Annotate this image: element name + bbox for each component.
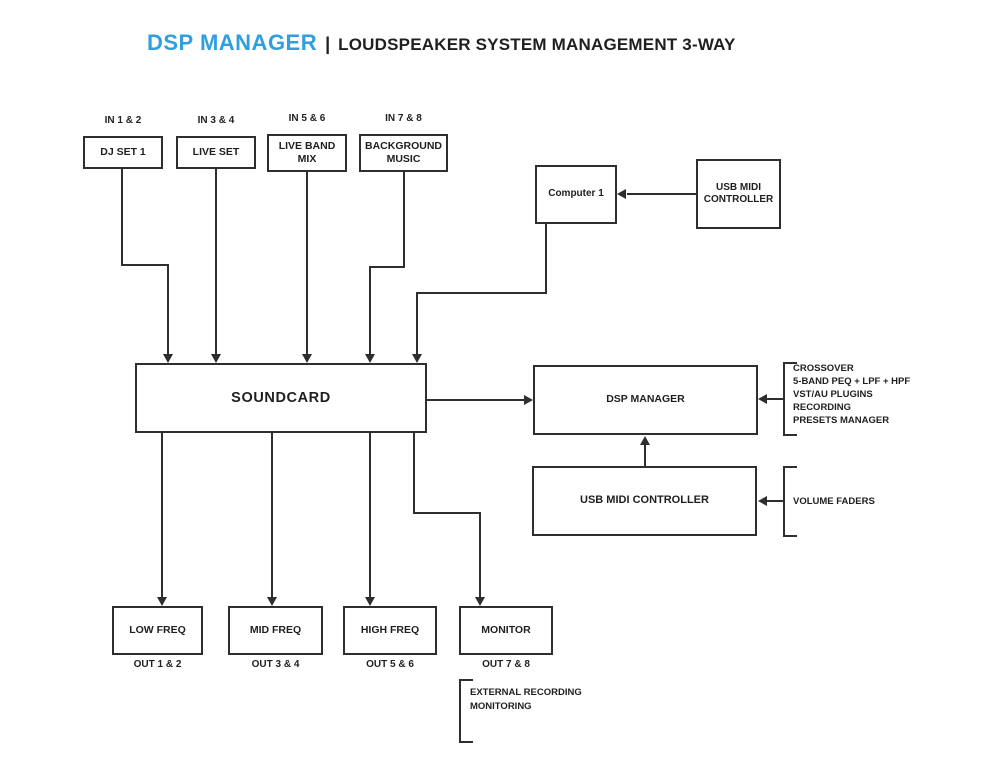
connector-bgmusic-soundcard-seg1 (403, 172, 405, 267)
output-port-label-2: OUT 3 & 4 (251, 659, 300, 670)
node-soundcard: SOUNDCARD (135, 363, 427, 433)
annotation-volume-faders: VOLUME FADERS (793, 495, 875, 508)
arrowhead-bgmusic-soundcard (365, 354, 375, 363)
arrowhead-djset-soundcard (163, 354, 173, 363)
connector-dspfeatures-dsp (766, 398, 783, 400)
connector-djset-soundcard-seg2 (121, 264, 169, 266)
node-usb-midi-controller-bottom-label: USB MIDI CONTROLLER (580, 494, 709, 507)
output-port-label-3: OUT 5 & 6 (366, 659, 414, 670)
output-port-label-1: OUT 1 & 2 (133, 659, 182, 670)
node-usb-midi-controller-top-label: USB MIDI CONTROLLER (703, 181, 774, 206)
bracket-volume-faders (783, 466, 797, 537)
node-soundcard-label: SOUNDCARD (231, 389, 331, 406)
connector-bgmusic-soundcard-seg3 (369, 266, 371, 354)
arrowhead-volumefaders-usbmidi (758, 496, 767, 506)
node-dj-set-1: DJ SET 1 (83, 136, 163, 169)
annotation-volume-faders-label: VOLUME FADERS (793, 496, 875, 507)
connector-soundcard-monitor-seg3 (479, 512, 481, 597)
node-low-freq: LOW FREQ (112, 606, 203, 655)
connector-computer-soundcard-seg2 (416, 292, 547, 294)
connector-soundcard-monitor-seg2 (413, 512, 481, 514)
arrowhead-soundcard-dsp (524, 395, 533, 405)
annotation-dsp-feature-1: CROSSOVER (793, 363, 854, 374)
node-mid-freq: MID FREQ (228, 606, 323, 655)
connector-usbmidi-computer (627, 193, 696, 195)
output-port-label-4: OUT 7 & 8 (482, 659, 530, 670)
arrowhead-soundcard-lowfreq (157, 597, 167, 606)
input-port-label-1: IN 1 & 2 (104, 115, 142, 126)
node-high-freq-label: HIGH FREQ (360, 623, 420, 636)
page-title: DSP MANAGER | LOUDSPEAKER SYSTEM MANAGEM… (147, 30, 736, 56)
arrowhead-computer-soundcard (412, 354, 422, 363)
connector-soundcard-lowfreq (161, 433, 163, 597)
annotation-dsp-feature-3: VST/AU PLUGINS (793, 389, 873, 400)
arrowhead-usbmidi-dsp (640, 436, 650, 445)
node-monitor: MONITOR (459, 606, 553, 655)
arrowhead-dspfeatures-dsp (758, 394, 767, 404)
node-usb-midi-controller-bottom: USB MIDI CONTROLLER (532, 466, 757, 536)
annotation-monitor-note-1: EXTERNAL RECORDING (470, 687, 582, 698)
bracket-monitor-note (459, 679, 473, 743)
node-live-set-label: LIVE SET (192, 145, 240, 158)
title-subtitle: LOUDSPEAKER SYSTEM MANAGEMENT 3-WAY (338, 35, 736, 54)
bracket-dsp-features (783, 362, 797, 436)
annotation-dsp-feature-5: PRESETS MANAGER (793, 415, 890, 426)
input-port-label-3: IN 5 & 6 (288, 113, 326, 124)
node-high-freq: HIGH FREQ (343, 606, 437, 655)
annotation-dsp-feature-4: RECORDING (793, 402, 852, 413)
connector-computer-soundcard-seg1 (545, 224, 547, 293)
connector-usbmidi-dsp (644, 445, 646, 466)
arrowhead-liveset-soundcard (211, 354, 221, 363)
connector-livebandmix-soundcard (306, 172, 308, 354)
node-computer-1: Computer 1 (535, 165, 617, 224)
node-background-music-label: BACKGROUND MUSIC (365, 139, 442, 165)
connector-djset-soundcard-seg1 (121, 169, 123, 265)
node-usb-midi-controller-top: USB MIDI CONTROLLER (696, 159, 781, 229)
node-low-freq-label: LOW FREQ (129, 623, 186, 636)
connector-soundcard-midfreq (271, 433, 273, 597)
annotation-monitor-note-2: MONITORING (470, 701, 532, 712)
connector-liveset-soundcard (215, 169, 217, 354)
connector-djset-soundcard-seg3 (167, 264, 169, 354)
node-dsp-manager-label: DSP MANAGER (606, 393, 685, 406)
connector-computer-soundcard-seg3 (416, 292, 418, 354)
annotation-dsp-features: CROSSOVER 5-BAND PEQ + LPF + HPF VST/AU … (793, 362, 910, 427)
node-mid-freq-label: MID FREQ (249, 623, 302, 636)
connector-soundcard-monitor-seg1 (413, 433, 415, 513)
node-monitor-label: MONITOR (481, 623, 531, 636)
node-dsp-manager: DSP MANAGER (533, 365, 758, 435)
input-port-label-2: IN 3 & 4 (197, 115, 235, 126)
arrowhead-soundcard-midfreq (267, 597, 277, 606)
node-live-band-mix: LIVE BAND MIX (267, 134, 347, 172)
connector-bgmusic-soundcard-seg2 (369, 266, 405, 268)
node-dj-set-1-label: DJ SET 1 (100, 145, 146, 158)
arrowhead-livebandmix-soundcard (302, 354, 312, 363)
connector-volumefaders-usbmidi (766, 500, 783, 502)
node-computer-1-label: Computer 1 (548, 188, 604, 200)
node-live-set: LIVE SET (176, 136, 256, 169)
annotation-dsp-feature-2: 5-BAND PEQ + LPF + HPF (793, 376, 911, 387)
title-separator: | (325, 34, 331, 54)
connector-soundcard-dsp (427, 399, 524, 401)
node-live-band-mix-label: LIVE BAND MIX (278, 139, 336, 165)
arrowhead-soundcard-highfreq (365, 597, 375, 606)
input-port-label-4: IN 7 & 8 (385, 113, 422, 124)
arrowhead-usbmidi-computer (617, 189, 626, 199)
node-background-music: BACKGROUND MUSIC (359, 134, 448, 172)
connector-soundcard-highfreq (369, 433, 371, 597)
title-brand: DSP MANAGER (147, 30, 318, 55)
arrowhead-soundcard-monitor (475, 597, 485, 606)
annotation-monitor-note: EXTERNAL RECORDING MONITORING (470, 686, 582, 714)
